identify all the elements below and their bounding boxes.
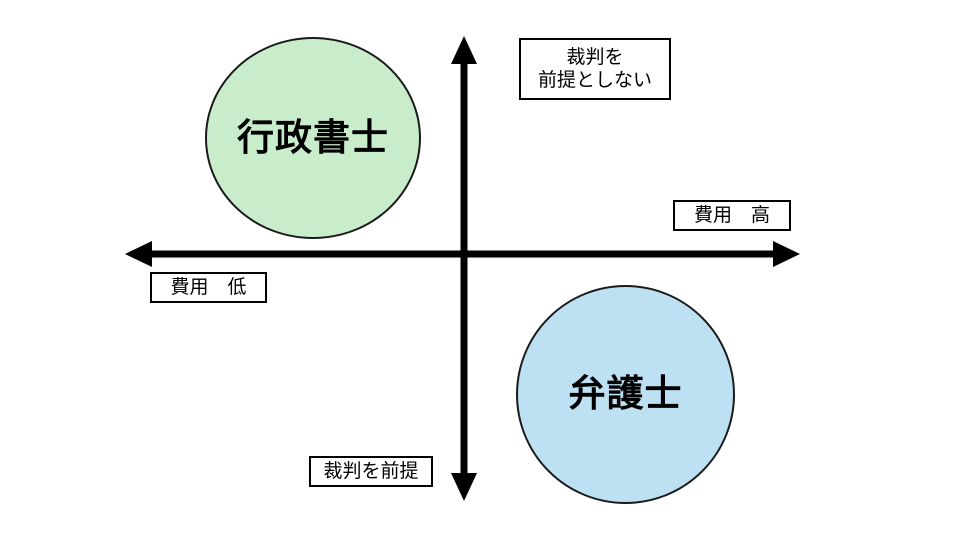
- bubble-gyosei-shoshi-label: 行政書士: [237, 115, 389, 159]
- label-litigation: 裁判を前提: [309, 456, 433, 487]
- axis-arrow-up-icon: [451, 36, 477, 64]
- axis-arrow-left-icon: [125, 241, 152, 267]
- bubble-bengoshi-label: 弁護士: [568, 372, 683, 416]
- axis-arrow-right-icon: [773, 241, 800, 267]
- axis-arrow-down-icon: [451, 473, 477, 501]
- label-cost-low: 費用 低: [150, 272, 267, 303]
- bubble-gyosei-shoshi: 行政書士: [205, 37, 421, 239]
- bubble-bengoshi: 弁護士: [516, 285, 735, 504]
- label-cost-high: 費用 高: [673, 200, 791, 231]
- label-no-litigation: 裁判を 前提としない: [519, 38, 671, 100]
